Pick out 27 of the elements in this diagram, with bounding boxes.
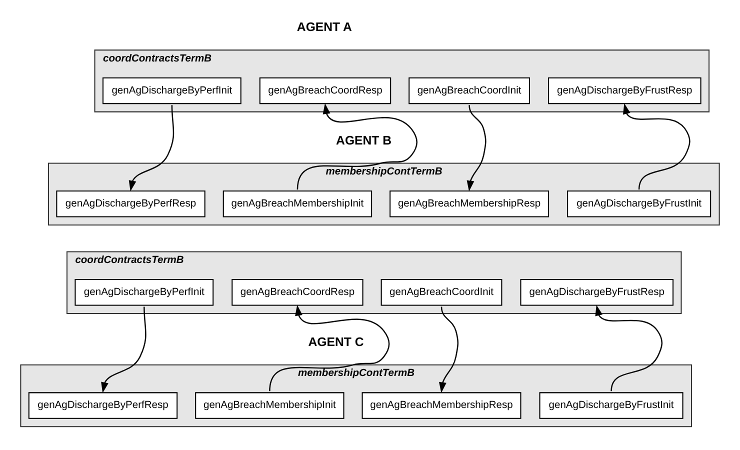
node-box: genAgDischargeByPerfResp [28,392,178,418]
arrow [128,104,174,191]
node-box: genAgDischargeByFrustInit [539,392,684,418]
node-box: genAgBreachCoordResp [232,278,364,306]
arrow [466,104,486,191]
arrow [439,306,459,392]
node-box: genAgDischargeByFrustResp [548,76,702,104]
node-box: genAgBreachCoordResp [259,76,392,104]
node-box: genAgDischargeByFrustInit [567,190,712,217]
label: AGENT A [296,20,352,34]
arrow [623,102,690,190]
node-box: genAgBreachMembershipResp [390,190,550,217]
node-box: genAgBreachMembershipResp [362,392,522,418]
node-box: genAgBreachCoordInit [408,76,530,104]
node-box: genAgBreachMembershipInit [195,392,344,418]
arrow [595,304,663,391]
arrow [269,304,390,391]
node-box: genAgDischargeByPerfInit [102,76,242,104]
label: AGENT C [308,334,364,348]
node-box: genAgDischargeByPerfResp [56,190,206,217]
node-box: genAgBreachMembershipInit [222,190,372,217]
label: AGENT B [336,132,392,147]
node-box: genAgDischargeByFrustResp [520,278,674,306]
arrow [296,102,418,190]
arrow [101,306,146,392]
node-box: genAgDischargeByPerfInit [74,278,214,306]
node-box: genAgBreachCoordInit [380,278,502,306]
